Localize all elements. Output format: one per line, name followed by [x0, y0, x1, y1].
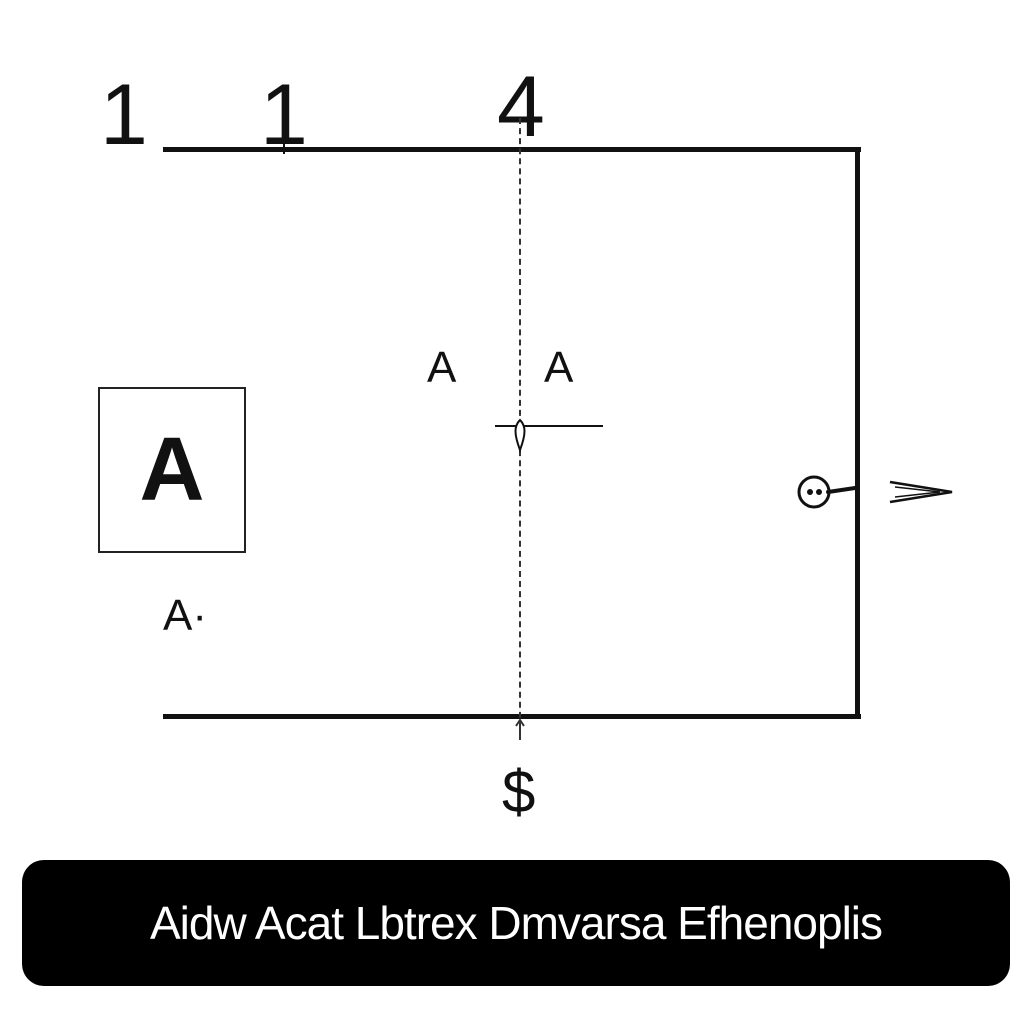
label-a-lower: A·: [163, 591, 207, 640]
label-dollar: $: [502, 758, 536, 825]
cross-line: [495, 425, 603, 427]
label-a-right: A: [544, 343, 574, 392]
caption-bar: Aidw Acat Lbtrex Dmvarsa Efhenoplis: [22, 860, 1010, 986]
label-one-left: 1: [100, 67, 148, 163]
label-a-left: A: [427, 343, 457, 392]
caption-text: Aidw Acat Lbtrex Dmvarsa Efhenoplis: [149, 897, 883, 949]
port-arrow-icon: [797, 475, 953, 509]
boxed-letter-label: A: [139, 419, 205, 520]
bottom-border-line: [163, 714, 861, 719]
top-border-line: [163, 147, 861, 152]
tick-mark: [283, 140, 285, 154]
bottom-marker-icon: [515, 718, 525, 740]
right-border-line: [855, 147, 860, 719]
boxed-letter: A: [98, 387, 246, 553]
pointer-icon: [514, 418, 526, 453]
